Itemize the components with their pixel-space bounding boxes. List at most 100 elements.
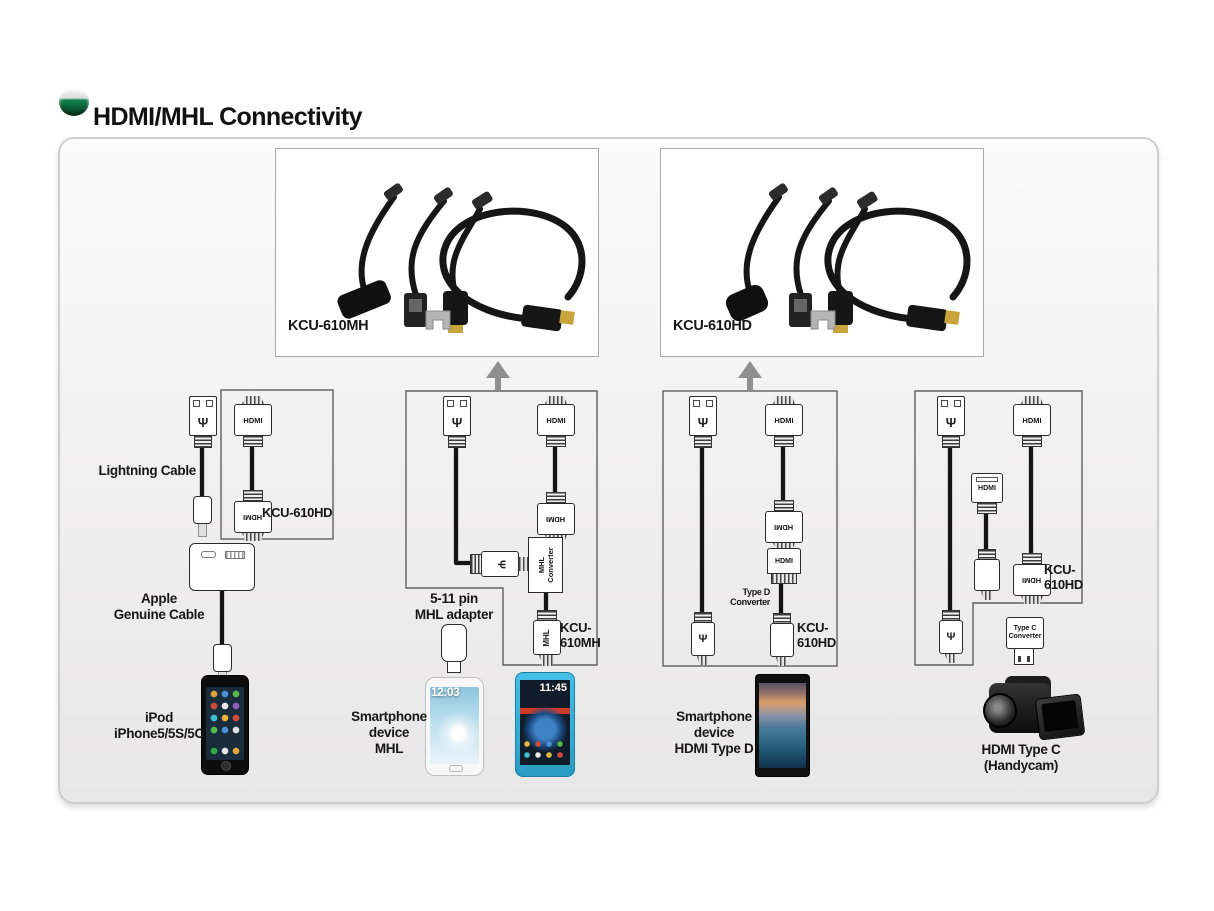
lightning-plug-tip xyxy=(198,524,207,537)
micro-hdmi-body xyxy=(770,623,794,657)
usb-trident-icon xyxy=(698,416,709,429)
mhl-plug-label: MHL xyxy=(542,628,552,647)
usb-a-connector xyxy=(443,396,471,448)
strain-relief xyxy=(977,503,997,514)
hdmi-female-connector: HDMI xyxy=(971,473,1003,514)
galaxy-screen xyxy=(430,687,479,764)
handycam-device xyxy=(983,676,1086,744)
hdmi-connector-up: HDMI xyxy=(537,396,575,447)
strain-relief xyxy=(537,610,557,620)
hdmi-plug-tip xyxy=(773,396,795,404)
product-photo-cables xyxy=(725,183,971,333)
xperia-screen xyxy=(759,683,806,768)
galaxy-clock: 12:03 xyxy=(431,685,460,699)
blue-phone-device: 11:45 xyxy=(515,672,575,777)
strain-relief xyxy=(694,436,712,448)
mhl-plug-tip xyxy=(539,655,555,666)
mhl-adapter-label: 5-11 pin MHL adapter xyxy=(414,591,494,622)
handycam-flip-screen xyxy=(1034,693,1086,741)
blue-phone-clock: 11:45 xyxy=(539,682,567,694)
strain-relief xyxy=(546,436,566,447)
hdmi-female-body: HDMI xyxy=(767,548,801,574)
micro-usb-body xyxy=(481,551,519,577)
micro-hdmi-connector-down xyxy=(770,613,794,666)
strain-relief xyxy=(546,492,566,503)
type-d-converter: HDMI xyxy=(767,548,801,584)
strain-relief xyxy=(942,610,960,620)
usb-trident-icon xyxy=(947,632,956,643)
adapter-body xyxy=(441,624,467,662)
hdmi-female-body: HDMI xyxy=(971,473,1003,503)
usb-plug xyxy=(689,396,717,436)
hdmi-plug-tip xyxy=(545,396,567,404)
lightning-cable-label: Lightning Cable xyxy=(98,463,197,478)
blue-phone-app-icons xyxy=(522,740,568,762)
lightning-connector xyxy=(193,496,212,537)
hdmi-plug-body: HDMI xyxy=(234,404,272,436)
apple-av-adapter xyxy=(189,543,255,591)
hdmi-connector-down: HDMI xyxy=(537,492,575,543)
usb-plug xyxy=(937,396,965,436)
type-c-converter-plug xyxy=(1014,649,1034,665)
lightning-plug-body xyxy=(213,644,232,672)
usb-a-connector xyxy=(937,396,965,448)
hdmi-plug-body: HDMI xyxy=(765,404,803,436)
hdmi-plug-tip xyxy=(1021,396,1043,404)
usb-cable xyxy=(408,198,447,298)
hdmi-adapter-cable xyxy=(449,206,483,296)
product-box-kcu-610hd: KCU-610HD xyxy=(660,148,984,357)
micro-usb-connector-right xyxy=(470,551,531,577)
hdmi-connector-down: HDMI xyxy=(765,500,803,551)
strain-relief xyxy=(448,436,466,448)
apple-genuine-cable-label: Apple Genuine Cable xyxy=(113,591,205,622)
hdmi-connector-up: HDMI xyxy=(765,396,803,447)
strain-relief xyxy=(773,613,791,623)
hdmi-plug-body: HDMI xyxy=(537,404,575,436)
hdmi-plug-tip xyxy=(1021,596,1043,604)
mounting-clip xyxy=(425,310,451,330)
usb-trident-icon xyxy=(946,416,957,429)
receiver-cable xyxy=(358,194,397,292)
smartphone-mhl-label: Smartphone device MHL xyxy=(351,709,427,756)
product-label: KCU-610HD xyxy=(673,318,752,334)
mounting-clip xyxy=(810,310,836,330)
usb-plug xyxy=(443,396,471,436)
hdmi-plug-body: HDMI xyxy=(765,511,803,543)
strain-relief xyxy=(243,436,263,447)
strain-relief xyxy=(774,436,794,447)
mini-hdmi-tip xyxy=(981,591,993,600)
usb-a-connector xyxy=(189,396,217,448)
micro-hdmi-tip xyxy=(776,657,788,666)
kit-label-col1: KCU-610HD xyxy=(262,505,333,520)
mini-hdmi-connector-down xyxy=(974,549,1000,600)
micro-usb-connector-down xyxy=(939,610,963,663)
hdmi-plug-body: HDMI xyxy=(537,503,575,535)
hdmi-connector-up: HDMI xyxy=(1013,396,1051,447)
product-label: KCU-610MH xyxy=(288,318,369,334)
usb-trident-icon xyxy=(699,634,708,645)
mhl-connector-down: MHL xyxy=(533,610,561,666)
section-bullet-icon xyxy=(59,88,89,116)
galaxy-phone-device: 12:03 xyxy=(425,677,484,776)
hdmi-plug-body: HDMI xyxy=(1013,404,1051,436)
cable-connectors xyxy=(725,183,960,333)
adapter-tip xyxy=(447,662,461,673)
hdmi-type-c-label: HDMI Type C (Handycam) xyxy=(981,742,1061,773)
micro-usb-tip xyxy=(945,654,957,663)
mhl-converter-box: MHL Converter xyxy=(528,537,563,593)
mhl-511pin-adapter xyxy=(441,624,467,673)
iphone-screen xyxy=(206,687,244,760)
type-c-converter-label: Type C Converter xyxy=(1006,617,1044,649)
kit-label-col3: KCU- 610HD xyxy=(797,620,836,650)
hdmi-female-port xyxy=(771,574,797,584)
strain-relief xyxy=(1022,436,1042,447)
micro-usb-body xyxy=(939,620,963,654)
strain-relief xyxy=(978,549,996,559)
usb-plug xyxy=(189,396,217,436)
strain-relief xyxy=(774,500,794,511)
iphone-device xyxy=(201,675,249,775)
micro-usb-body xyxy=(691,622,715,656)
kit-label-col4: KCU- 610HD xyxy=(1044,562,1083,592)
micro-usb-connector-down xyxy=(691,612,715,665)
